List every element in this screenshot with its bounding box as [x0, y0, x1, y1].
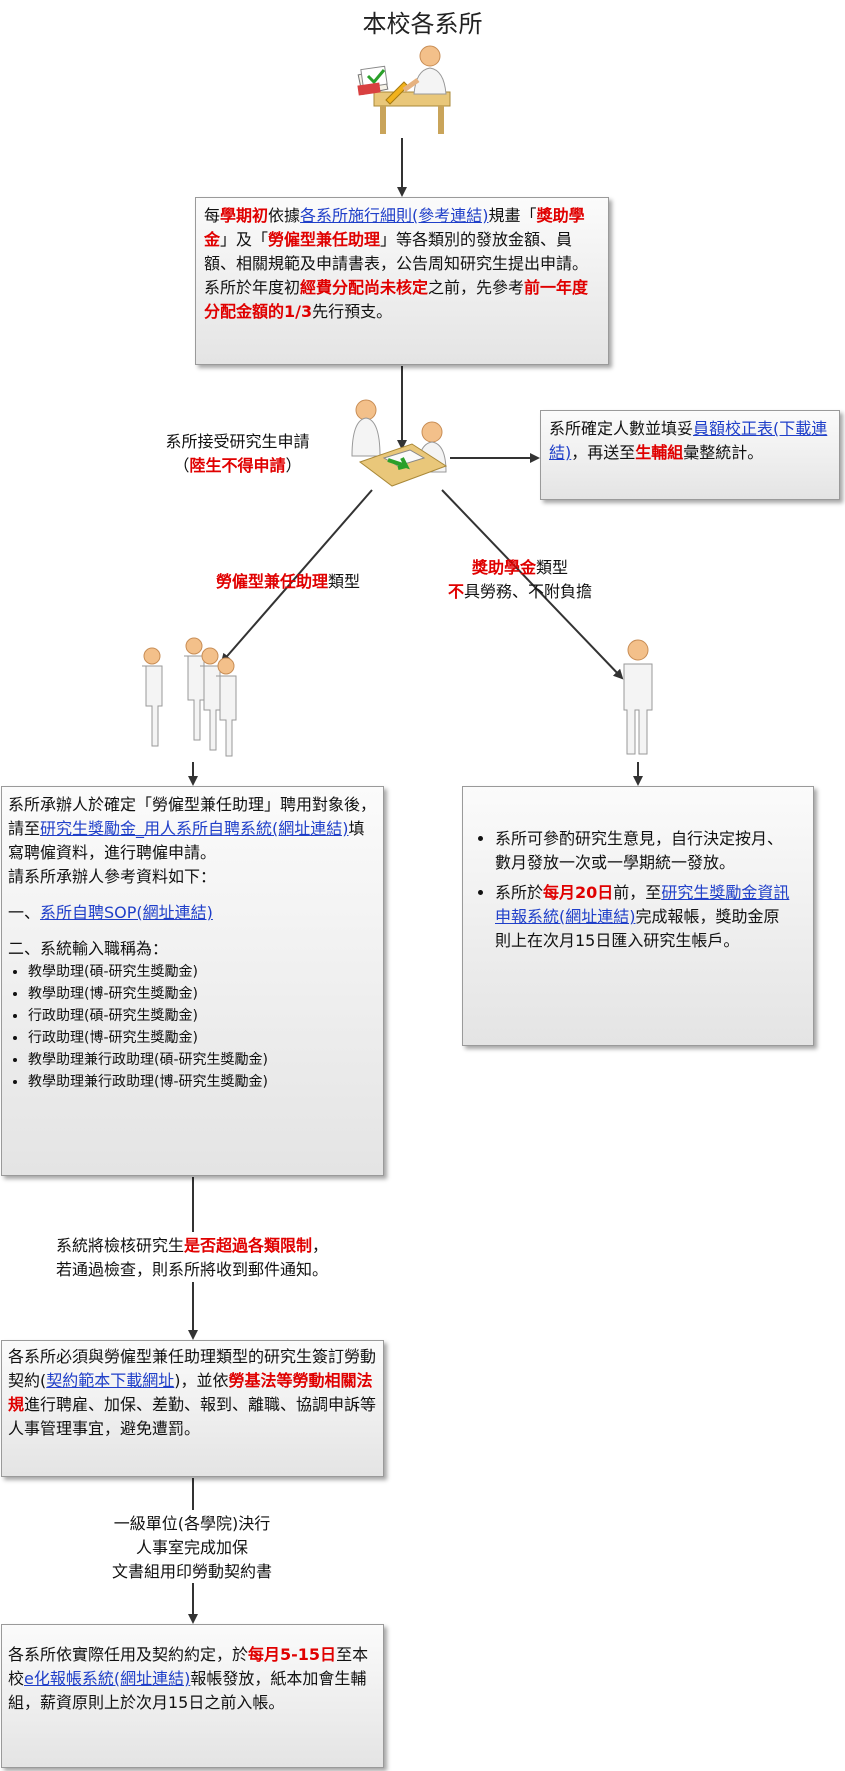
- list-item: 教學助理兼行政助理(碩-研究生獎勵金): [28, 1049, 377, 1071]
- list-item: 系所可參酌研究生意見，自行決定按月、數月發放一次或一學期統一發放。: [495, 827, 795, 875]
- job-title-list: 教學助理(碩-研究生獎勵金) 教學助理(博-研究生獎勵金) 行政助理(碩-研究生…: [8, 961, 377, 1093]
- system-check-label: 系統將檢核研究生是否超過各類限制， 若通過檢查，則系所將收到郵件通知。: [2, 1234, 382, 1282]
- receive-application-label: 系所接受研究生申請 （陸生不得申請）: [130, 430, 345, 478]
- list-item: 教學助理兼行政助理(博-研究生獎勵金): [28, 1071, 377, 1093]
- self-hire-sop-link[interactable]: 系所自聘SOP(網址連結): [40, 903, 213, 922]
- list-item: 教學助理(博-研究生獎勵金): [28, 983, 377, 1005]
- employment-system-box: 系所承辦人於確定「勞僱型兼任助理」聘用對象後，請至研究生獎勵金_用人系所自聘系統…: [1, 786, 384, 1176]
- page-title: 本校各系所: [0, 4, 845, 39]
- list-item: 行政助理(博-研究生獎勵金): [28, 1027, 377, 1049]
- office-worker-icon: [356, 44, 456, 138]
- quota-form-box: 系所確定人數並填妥員額校正表(下載連結)，再送至生輔組彙整統計。: [540, 410, 840, 500]
- contract-template-link[interactable]: 契約範本下載網址: [46, 1371, 174, 1390]
- faculty-rules-link[interactable]: 各系所施行細則(參考連結): [300, 206, 489, 225]
- college-approval-label: 一級單位(各學院)決行 人事室完成加保 文書組用印勞動契約書: [42, 1512, 342, 1584]
- group-people-icon: [134, 636, 254, 758]
- single-person-icon: [612, 636, 662, 758]
- scholarship-payment-box: 系所可參酌研究生意見，自行決定按月、數月發放一次或一學期統一發放。 系所於每月2…: [462, 786, 814, 1046]
- labor-contract-box: 各系所必須與勞僱型兼任助理類型的研究生簽訂勞動契約(契約範本下載網址)，並依勞基…: [1, 1340, 384, 1477]
- list-item: 教學助理(碩-研究生獎勵金): [28, 961, 377, 983]
- meeting-desk-icon: [350, 398, 450, 490]
- self-hire-system-link[interactable]: 研究生獎勵金_用人系所自聘系統(網址連結): [40, 819, 349, 838]
- list-item: 行政助理(碩-研究生獎勵金): [28, 1005, 377, 1027]
- scholarship-branch-label: 獎助學金類型 不具勞務、不附負擔: [420, 556, 620, 604]
- salary-payment-box: 各系所依實際任用及契約約定，於每月5-15日至本校e化報帳系統(網址連結)報帳發…: [1, 1624, 384, 1768]
- labor-assistant-branch-label: 勞僱型兼任助理類型: [188, 570, 388, 594]
- e-reimbursement-system-link[interactable]: e化報帳系統(網址連結): [24, 1669, 190, 1688]
- planning-box: 每學期初依據各系所施行細則(參考連結)規畫「獎助學金」及「勞僱型兼任助理」等各類…: [195, 197, 609, 365]
- list-item: 系所於每月20日前，至研究生獎勵金資訊申報系統(網址連結)完成報帳，獎助金原則上…: [495, 881, 795, 953]
